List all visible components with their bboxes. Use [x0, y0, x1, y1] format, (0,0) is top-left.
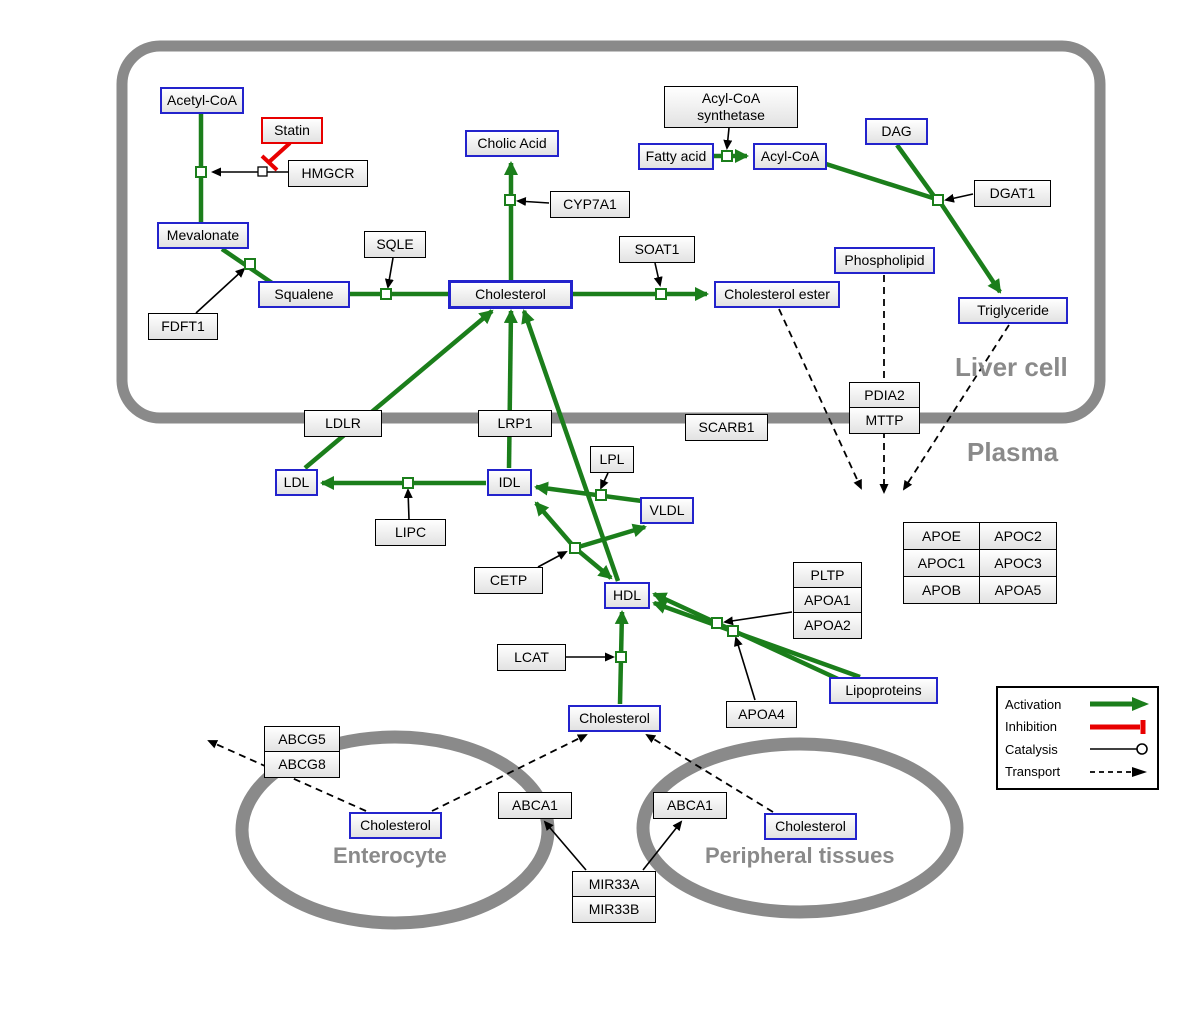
node-dag[interactable]: DAG [865, 118, 928, 145]
node-dgat1[interactable]: DGAT1 [974, 180, 1051, 207]
node-lipoproteins[interactable]: Lipoproteins [829, 677, 938, 704]
node-acyl-coa[interactable]: Acyl-CoA [753, 143, 827, 170]
node-mir33a[interactable]: MIR33A [572, 871, 656, 898]
legend-inhibition-label: Inhibition [1005, 719, 1058, 735]
node-apoa2[interactable]: APOA2 [793, 612, 862, 639]
node-lrp1[interactable]: LRP1 [478, 410, 552, 437]
node-ldlr[interactable]: LDLR [304, 410, 382, 437]
node-apob[interactable]: APOB [903, 576, 980, 604]
plasma-label: Plasma [967, 437, 1059, 467]
node-apoc2[interactable]: APOC2 [979, 522, 1057, 550]
node-apoa1[interactable]: APOA1 [793, 587, 862, 614]
inhibition-edge [260, 141, 292, 172]
node-fatty-acid[interactable]: Fatty acid [638, 143, 714, 170]
node-abcg8[interactable]: ABCG8 [264, 751, 340, 778]
node-pdia2[interactable]: PDIA2 [849, 382, 920, 409]
node-abca1-peripheral[interactable]: ABCA1 [653, 792, 727, 819]
node-phospholipid[interactable]: Phospholipid [834, 247, 935, 274]
node-cholesterol-plasma[interactable]: Cholesterol [568, 705, 661, 732]
node-acetyl-coa[interactable]: Acetyl-CoA [160, 87, 244, 114]
node-hdl[interactable]: HDL [604, 582, 650, 609]
catalysis-edges [195, 127, 974, 871]
node-fdft1[interactable]: FDFT1 [148, 313, 218, 340]
node-cholic-acid[interactable]: Cholic Acid [465, 130, 559, 157]
node-mttp[interactable]: MTTP [849, 407, 920, 434]
activation-edges [198, 113, 1002, 705]
peripheral-tissues-label: Peripheral tissues [705, 843, 895, 868]
liver-cell-membrane [116, 40, 1106, 424]
node-vldl[interactable]: VLDL [640, 497, 694, 524]
node-triglyceride[interactable]: Triglyceride [958, 297, 1068, 324]
node-ldl[interactable]: LDL [275, 469, 318, 496]
node-squalene[interactable]: Squalene [258, 281, 350, 308]
legend-transport: Transport [1005, 764, 1150, 780]
node-cholesterol-ester[interactable]: Cholesterol ester [714, 281, 840, 308]
node-apoc3[interactable]: APOC3 [979, 549, 1057, 577]
node-cyp7a1[interactable]: CYP7A1 [550, 191, 630, 218]
node-abca1-enterocyte[interactable]: ABCA1 [498, 792, 572, 819]
node-lipc[interactable]: LIPC [375, 519, 446, 546]
legend-activation: Activation [1005, 696, 1150, 712]
legend-catalysis: Catalysis [1005, 741, 1150, 757]
node-lpl[interactable]: LPL [590, 446, 634, 473]
node-cetp[interactable]: CETP [474, 567, 543, 594]
node-lcat[interactable]: LCAT [497, 644, 566, 671]
node-apoa5[interactable]: APOA5 [979, 576, 1057, 604]
node-mevalonate[interactable]: Mevalonate [157, 222, 249, 249]
apolipoprotein-table: APOE APOC2 APOC1 APOC3 APOB APOA5 [903, 522, 1057, 604]
inhibition-tbar-icon [1090, 719, 1146, 734]
legend-activation-label: Activation [1005, 696, 1062, 712]
node-idl[interactable]: IDL [487, 469, 532, 496]
node-cholesterol-liver[interactable]: Cholesterol [448, 280, 573, 309]
reaction-nodes [195, 150, 944, 663]
legend-catalysis-label: Catalysis [1005, 741, 1058, 757]
node-abcg5[interactable]: ABCG5 [264, 726, 340, 753]
enterocyte-label: Enterocyte [333, 843, 447, 868]
liver-cell-label: Liver cell [955, 352, 1068, 382]
legend-transport-label: Transport [1005, 764, 1061, 780]
node-apoc1[interactable]: APOC1 [903, 549, 980, 577]
catalysis-circle-icon [1090, 743, 1148, 756]
node-pltp[interactable]: PLTP [793, 562, 862, 589]
node-apoe[interactable]: APOE [903, 522, 980, 550]
node-cholesterol-peripheral[interactable]: Cholesterol [764, 813, 857, 840]
legend: Activation Inhibition Catalysis Transpor… [996, 686, 1159, 790]
node-scarb1[interactable]: SCARB1 [685, 414, 768, 441]
compartment-shapes [116, 40, 1106, 930]
legend-inhibition: Inhibition [1005, 719, 1150, 735]
node-apoa4[interactable]: APOA4 [726, 701, 797, 728]
transport-dashed-arrow-icon [1090, 766, 1147, 777]
node-cholesterol-enterocyte[interactable]: Cholesterol [349, 812, 442, 839]
activation-arrow-icon [1090, 697, 1149, 712]
peripheral-tissues-membrane [636, 737, 964, 919]
node-sqle[interactable]: SQLE [364, 231, 426, 258]
node-acyl-coa-synthetase[interactable]: Acyl-CoA synthetase [664, 86, 798, 128]
node-mir33b[interactable]: MIR33B [572, 896, 656, 923]
hmgcr-anchor-node [257, 166, 268, 177]
node-statin[interactable]: Statin [261, 117, 323, 144]
node-soat1[interactable]: SOAT1 [619, 236, 695, 263]
node-hmgcr[interactable]: HMGCR [288, 160, 368, 187]
